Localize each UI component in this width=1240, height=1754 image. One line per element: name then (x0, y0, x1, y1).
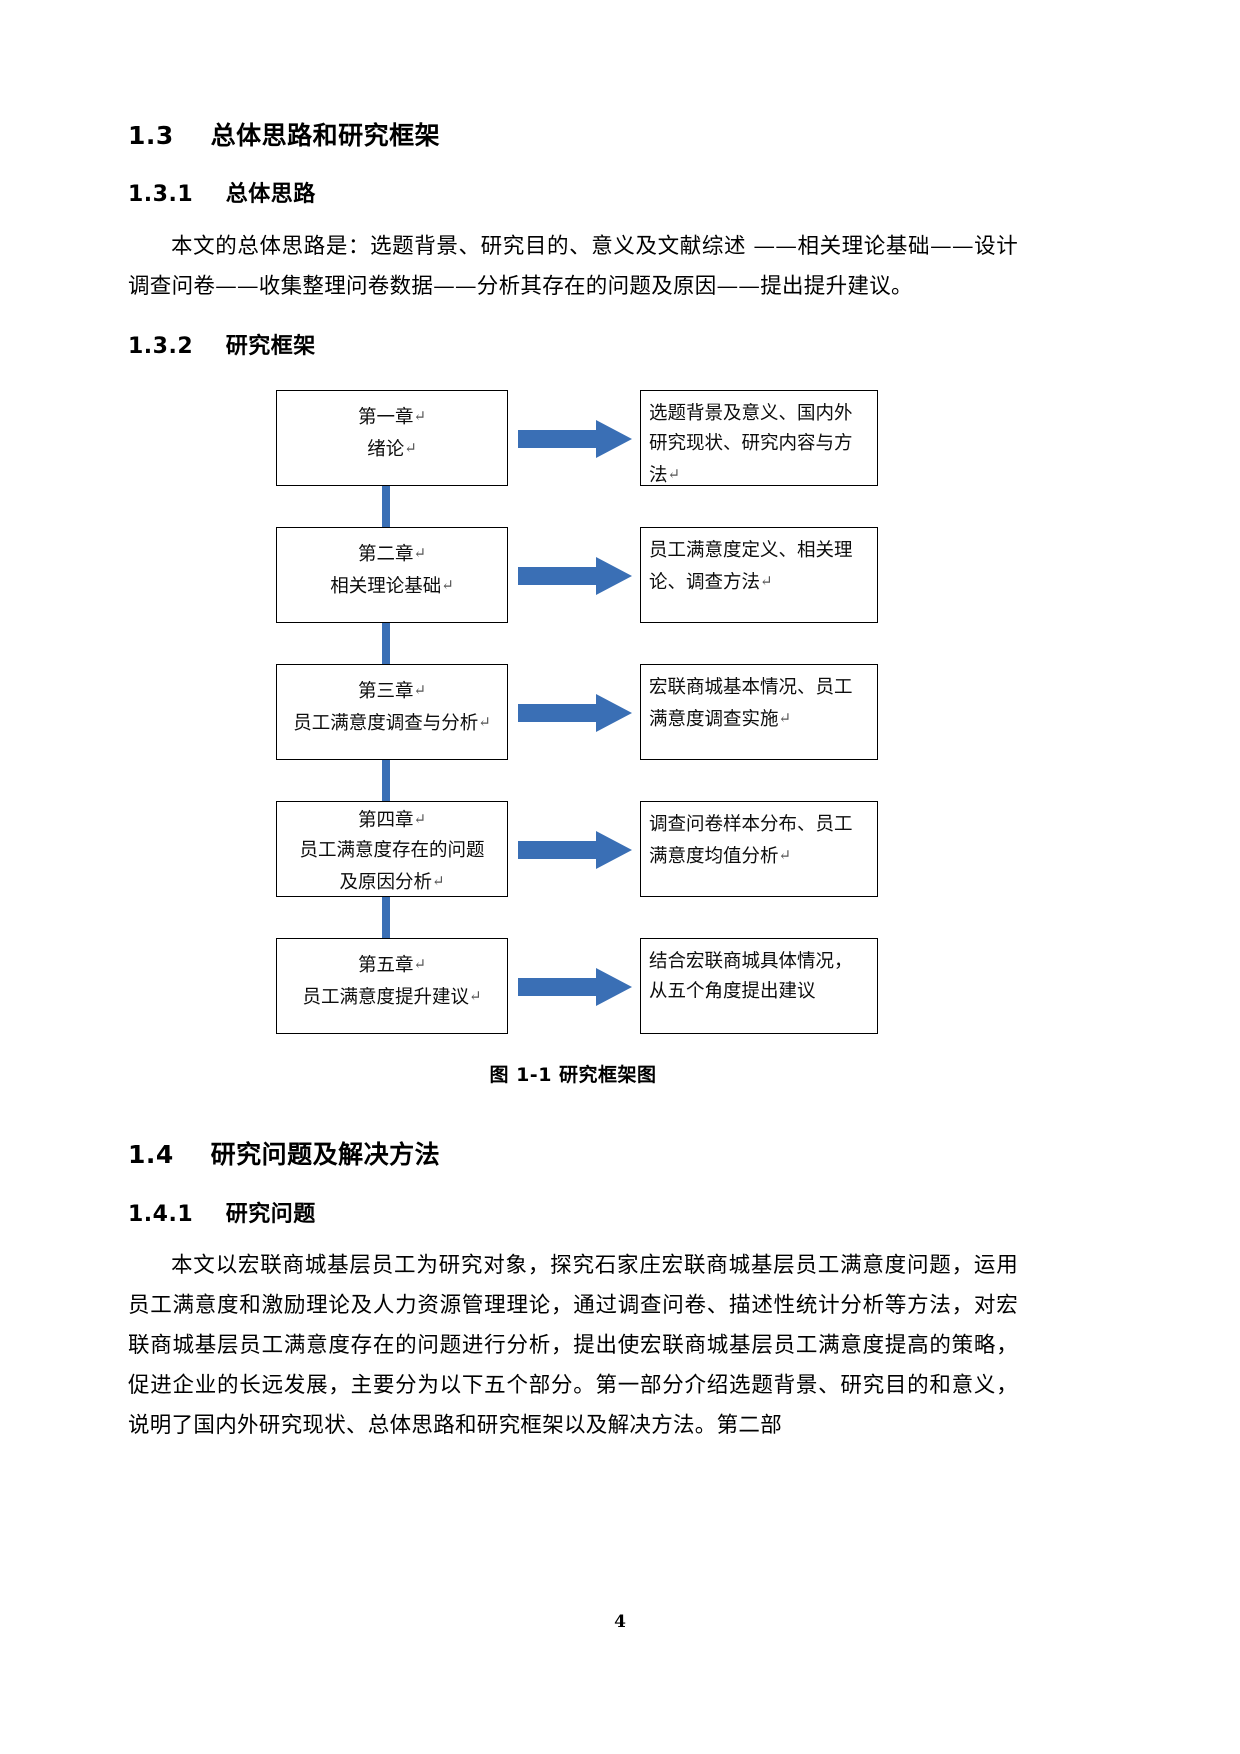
flow-right-box-1-line-1: 选题背景及意义、国内外 (649, 403, 853, 425)
flow-right-box-2-line-1: 员工满意度定义、相关理 (649, 540, 853, 562)
flowchart-row: 第一章↵ 绪论↵ 选题背景及意义、国内外 研究现状、研究内容与方 法↵ (128, 390, 1018, 545)
flow-right-box-3: 宏联商城基本情况、员工 满意度调查实施↵ (640, 664, 878, 761)
right-arrow-icon-4 (518, 831, 632, 870)
flow-left-box-1: 第一章↵ 绪论↵ (276, 390, 508, 487)
flow-right-box-4-line-1: 调查问卷样本分布、员工 (649, 814, 853, 836)
pilcrow-icon: ↵ (413, 407, 427, 426)
flow-left-box-3-line-2: 员工满意度调查与分析↵ (293, 713, 491, 735)
flow-right-box-1-line-3: 法↵ (649, 465, 681, 487)
pilcrow-icon: ↵ (667, 465, 681, 484)
spacer (128, 360, 1018, 390)
page-number: 4 (614, 1612, 626, 1632)
heading-1-4-1: 1.4.1 研究问题 (128, 1201, 1018, 1229)
flow-right-box-4: 调查问卷样本分布、员工 满意度均值分析↵ (640, 801, 878, 898)
pilcrow-icon: ↵ (468, 987, 482, 1006)
flow-left-box-5: 第五章↵ 员工满意度提升建议↵ (276, 938, 508, 1035)
pilcrow-icon: ↵ (413, 955, 427, 974)
flow-right-box-1: 选题背景及意义、国内外 研究现状、研究内容与方 法↵ (640, 390, 878, 487)
flow-right-box-3-line-1: 宏联商城基本情况、员工 (649, 677, 853, 699)
pilcrow-icon: ↵ (441, 576, 454, 595)
flow-left-box-5-line-2: 员工满意度提升建议↵ (302, 987, 482, 1009)
flowchart-row: 第二章↵ 相关理论基础↵ 员工满意度定义、相关理 论、调查方法↵ (128, 527, 1018, 682)
spacer (128, 1038, 1018, 1060)
flow-left-box-2: 第二章↵ 相关理论基础↵ (276, 527, 508, 624)
heading-1-3: 1.3 总体思路和研究框架 (128, 120, 1018, 151)
heading-1-3-2: 1.3.2 研究框架 (128, 333, 1018, 361)
page-content: 1.3 总体思路和研究框架 1.3.1 总体思路 本文的总体思路是：选题背景、研… (128, 120, 1018, 1446)
flowchart-row: 第三章↵ 员工满意度调查与分析↵ 宏联商城基本情况、员工 满意度调查实施↵ (128, 664, 1018, 819)
spacer (128, 307, 1018, 333)
heading-1-3-1: 1.3.1 总体思路 (128, 181, 1018, 209)
heading-1-3-2-number: 1.3.2 (128, 333, 194, 359)
right-arrow-icon-2 (518, 557, 632, 596)
flow-left-box-3: 第三章↵ 员工满意度调查与分析↵ (276, 664, 508, 761)
flow-left-box-4-line-3: 及原因分析↵ (339, 872, 445, 894)
spacer (128, 151, 1018, 181)
right-arrow-icon-5 (518, 968, 632, 1007)
right-arrow-icon-3 (518, 694, 632, 733)
flow-left-box-4-line-1: 第四章↵ (357, 810, 427, 832)
flow-left-box-4-line-2: 员工满意度存在的问题 (299, 840, 485, 862)
right-arrow-icon-1 (518, 420, 632, 459)
flow-left-box-5-line-1: 第五章↵ (357, 955, 427, 977)
flow-left-box-2-line-1: 第二章↵ (357, 544, 427, 566)
flow-right-box-4-line-2: 满意度均值分析↵ (649, 846, 792, 868)
figure-caption: 图 1-1 研究框架图 (489, 1064, 657, 1087)
pilcrow-icon: ↵ (431, 872, 445, 891)
flow-right-box-2-line-2: 论、调查方法↵ (649, 572, 773, 594)
paragraph-1-3-1: 本文的总体思路是：选题背景、研究目的、意义及文献综述 ——相关理论基础——设计调… (128, 233, 1018, 299)
flow-left-box-1-line-1: 第一章↵ (357, 407, 427, 429)
heading-1-3-number: 1.3 (128, 121, 174, 150)
heading-1-3-title: 总体思路和研究框架 (210, 121, 441, 150)
paragraph-1-4-1: 本文以宏联商城基层员工为研究对象，探究石家庄宏联商城基层员工满意度问题，运用员工… (128, 1253, 1018, 1438)
heading-1-3-1-title: 总体思路 (225, 182, 316, 208)
heading-1-4-title: 研究问题及解决方法 (210, 1140, 441, 1170)
flow-right-box-1-line-2: 研究现状、研究内容与方 (649, 433, 853, 455)
heading-1-4-1-title: 研究问题 (225, 1201, 316, 1227)
pilcrow-icon: ↵ (778, 709, 792, 728)
pilcrow-icon: ↵ (478, 713, 491, 732)
heading-1-4-1-number: 1.4.1 (128, 1201, 194, 1227)
spacer (128, 1228, 1018, 1246)
flow-right-box-5-line-1: 结合宏联商城具体情况， (649, 951, 853, 973)
flow-left-box-3-line-1: 第三章↵ (357, 681, 427, 703)
pilcrow-icon: ↵ (413, 681, 427, 700)
flow-right-box-2: 员工满意度定义、相关理 论、调查方法↵ (640, 527, 878, 624)
flow-left-box-1-line-2: 绪论↵ (367, 439, 417, 461)
spacer (128, 1087, 1018, 1139)
flow-left-box-4: 第四章↵ 员工满意度存在的问题 及原因分析↵ (276, 801, 508, 898)
pilcrow-icon: ↵ (760, 572, 773, 591)
spacer (128, 209, 1018, 227)
pilcrow-icon: ↵ (404, 439, 417, 458)
pilcrow-icon: ↵ (413, 810, 427, 829)
flowchart-row: 第五章↵ 员工满意度提升建议↵ 结合宏联商城具体情况， 从五个角度提出建议 (128, 938, 1018, 1038)
heading-1-4: 1.4 研究问题及解决方法 (128, 1139, 1018, 1170)
research-framework-flowchart: 第一章↵ 绪论↵ 选题背景及意义、国内外 研究现状、研究内容与方 法↵ (128, 390, 1018, 1038)
heading-1-3-2-title: 研究框架 (225, 333, 316, 359)
pilcrow-icon: ↵ (778, 846, 792, 865)
flow-right-box-3-line-2: 满意度调查实施↵ (649, 709, 792, 731)
flow-right-box-5: 结合宏联商城具体情况， 从五个角度提出建议 (640, 938, 878, 1035)
flow-right-box-5-line-2: 从五个角度提出建议 (649, 981, 816, 1003)
flowchart-row: 第四章↵ 员工满意度存在的问题 及原因分析↵ 调查问卷样本分布、员工 满意度均值… (128, 801, 1018, 956)
spacer (128, 1171, 1018, 1201)
heading-1-3-1-number: 1.3.1 (128, 182, 194, 208)
flow-left-box-2-line-2: 相关理论基础↵ (330, 576, 454, 598)
pilcrow-icon: ↵ (413, 544, 427, 563)
heading-1-4-number: 1.4 (128, 1140, 174, 1170)
